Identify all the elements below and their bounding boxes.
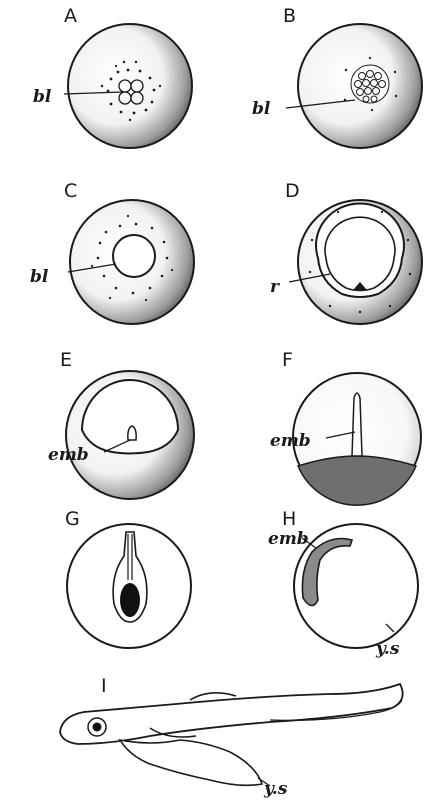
label-ys-i: y.s	[263, 779, 288, 799]
panel-a-letter: A	[64, 5, 77, 27]
blastoderm-morula-b	[351, 65, 389, 103]
germ-ring-inner-d	[325, 217, 395, 290]
panel-c: C bl	[30, 180, 194, 324]
label-ys-h: y.s	[375, 639, 400, 659]
larva-yolk-sac	[120, 740, 262, 785]
panel-d-letter: D	[285, 180, 300, 202]
panel-h: H emb y.s	[268, 508, 418, 659]
yolk-dark-f	[298, 456, 416, 505]
panel-e: E emb	[48, 349, 194, 499]
label-r-d: r	[270, 277, 280, 297]
blastopore-c	[113, 235, 155, 277]
embryo-f	[352, 393, 362, 456]
panel-b: B bl	[252, 5, 422, 148]
embryo-e	[128, 426, 136, 440]
egg-a	[68, 24, 192, 148]
yolk-sac-g	[120, 583, 140, 617]
panel-a: A bl	[33, 5, 192, 148]
larva-body	[60, 684, 403, 744]
label-emb-h: emb	[268, 529, 309, 549]
panel-f-letter: F	[282, 349, 293, 371]
label-bl-c: bl	[30, 267, 49, 287]
label-emb-e: emb	[48, 445, 89, 465]
panel-g-letter: G	[65, 508, 80, 530]
label-bl-a: bl	[33, 87, 52, 107]
panel-b-letter: B	[283, 5, 296, 27]
panel-c-letter: C	[64, 180, 77, 202]
panel-i: I y.s	[60, 675, 403, 799]
panel-f: F emb	[270, 349, 421, 505]
panel-g: G	[65, 508, 191, 648]
label-bl-b: bl	[252, 99, 271, 119]
panel-e-letter: E	[60, 349, 72, 371]
panel-h-letter: H	[282, 508, 296, 530]
label-emb-f: emb	[270, 431, 311, 451]
panel-d: D r	[270, 180, 422, 324]
panel-i-letter: I	[101, 675, 107, 697]
